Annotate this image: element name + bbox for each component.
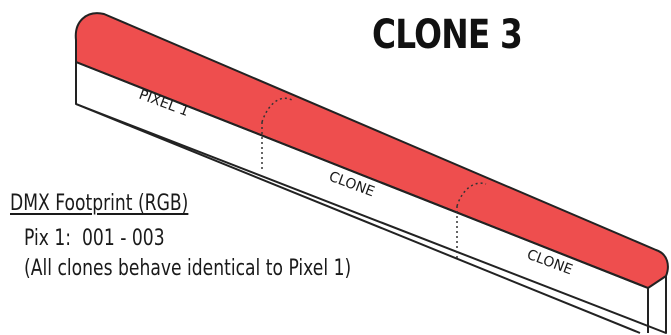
pix-label: Pix 1: — [24, 226, 72, 251]
bar-bottom-edge — [75, 103, 641, 334]
dmx-footprint: DMX Footprint (RGB) Pix 1: 001 - 003 (All… — [10, 190, 351, 284]
footprint-heading: DMX Footprint (RGB) — [10, 191, 189, 216]
pix-range: 001 - 003 — [82, 226, 165, 251]
bar-lens — [74, 12, 669, 289]
clone-note: (All clones behave identical to Pixel 1) — [24, 256, 352, 281]
lens-lower-edge — [75, 61, 649, 289]
page-title: CLONE 3 — [372, 12, 523, 58]
pix-range-line: Pix 1: 001 - 003 — [10, 224, 351, 254]
